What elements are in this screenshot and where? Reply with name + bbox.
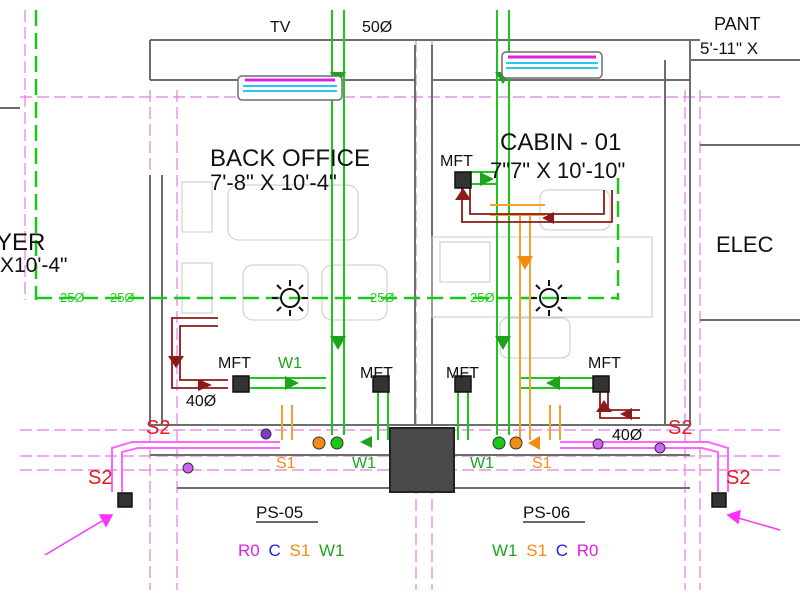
magenta-pipe (111, 441, 729, 492)
s2-label: S2 (88, 467, 112, 489)
ac-unit-right (501, 51, 603, 79)
top-pipe-dia: 50Ø (362, 19, 392, 36)
legend-item: C (268, 541, 280, 560)
red-flow-arrows (168, 188, 632, 420)
cabin-size: 7"7" X 10'-10" (490, 158, 625, 183)
foyer-size: X10'-4" (0, 254, 68, 277)
tv-label: TV (270, 19, 291, 36)
foyer-name: YER (0, 229, 45, 256)
light-fixture-icon (531, 280, 567, 316)
elec-name: ELEC (716, 232, 774, 257)
legend-item: W1 (319, 541, 345, 560)
orange-pipe (281, 204, 561, 440)
legend-item: C (556, 541, 568, 560)
shaft-legend-ps06: W1 S1 C R0 (492, 541, 599, 560)
pantry-size: 5'-11" X (700, 39, 758, 58)
cabin-name: CABIN - 01 (500, 129, 621, 156)
s1-label: S1 (276, 455, 296, 472)
magenta-arrows (44, 509, 781, 556)
mft-trap-symbols (117, 171, 727, 508)
legend-item: R0 (238, 541, 260, 560)
svg-text:25Ø: 25Ø (370, 290, 395, 305)
svg-text:25Ø: 25Ø (110, 290, 135, 305)
shaft-block (389, 427, 455, 493)
w1-label: W1 (352, 455, 376, 472)
mft-label: MFT (440, 153, 473, 170)
s2-label: S2 (146, 417, 170, 439)
s1-label: S1 (532, 455, 552, 472)
legend-item: S1 (526, 541, 547, 560)
furniture (181, 181, 653, 359)
back-office-size: 7'-8" X 10'-4" (210, 170, 337, 195)
pantry-label: PANT (714, 14, 761, 34)
legend-item: S1 (289, 541, 310, 560)
mft-label: MFT (360, 365, 393, 382)
shaft-label-ps05: PS-05 (256, 503, 303, 522)
svg-text:25Ø: 25Ø (470, 290, 495, 305)
s2-label: S2 (668, 417, 692, 439)
legend-item: W1 (492, 541, 518, 560)
light-fixture-icon (272, 280, 308, 316)
shaft-label-ps06: PS-06 (523, 503, 570, 522)
svg-text:25Ø: 25Ø (60, 290, 85, 305)
orange-flow-arrows (517, 256, 540, 450)
pipe-dia-label: 40Ø (186, 393, 216, 410)
s2-label: S2 (726, 467, 750, 489)
legend-item: R0 (577, 541, 599, 560)
shaft-legend-ps05: R0 C S1 W1 (238, 541, 345, 560)
back-office-name: BACK OFFICE (210, 145, 370, 172)
mft-label: MFT (588, 355, 621, 372)
ac-unit-left (237, 75, 343, 101)
green-pipe-dia-labels: 25Ø 25Ø 25Ø 25Ø (60, 290, 495, 305)
mft-label: MFT (446, 365, 479, 382)
pipe-fittings (182, 428, 666, 474)
mft-label: MFT (218, 355, 251, 372)
pipe-dia-label: 40Ø (612, 427, 642, 444)
w1-label: W1 (278, 355, 302, 372)
w1-label: W1 (470, 455, 494, 472)
